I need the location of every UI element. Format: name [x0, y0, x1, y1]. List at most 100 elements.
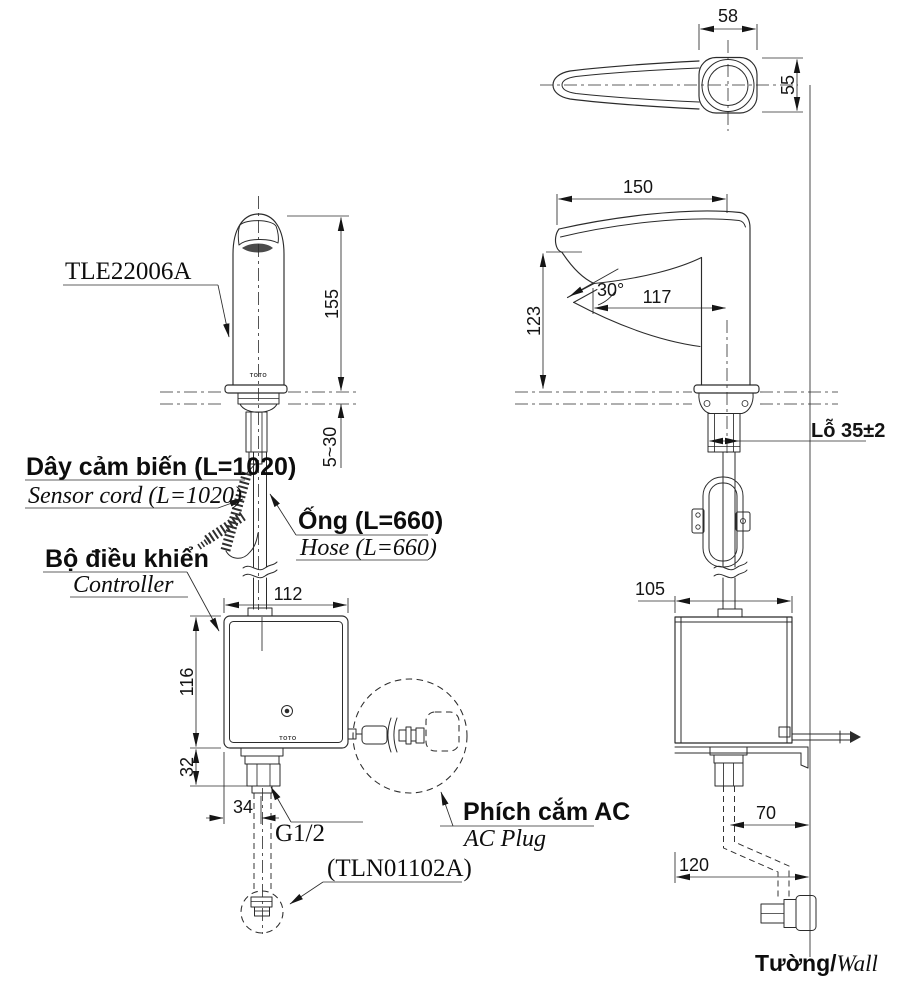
dim-150: 150 — [556, 177, 728, 225]
break-line — [242, 569, 278, 579]
angle-30: 30° — [569, 268, 624, 306]
wall-label-en: Wall — [837, 951, 878, 976]
stop-valve-detail — [254, 906, 270, 917]
break-line — [713, 569, 748, 579]
controller-box-inner — [229, 621, 343, 743]
cable-break — [387, 717, 392, 753]
sensor-cord-label-en: Sensor cord (L=1020) — [28, 483, 242, 509]
sensor-cord-label-vi: Dây cảm biến (L=1020) — [26, 453, 296, 481]
spout-top-edge-inner — [560, 218, 746, 238]
side-view: 58 55 150 — [515, 6, 885, 976]
dim-55: 55 — [762, 57, 803, 113]
plug-barrel — [415, 727, 425, 744]
ac-cable-connector — [361, 725, 388, 745]
spout-tip — [554, 228, 563, 253]
dim-116-text: 116 — [177, 668, 197, 697]
sensor-cord-curl — [225, 532, 259, 559]
controller-callout: Bộ điều khiển Controller — [43, 545, 220, 632]
sensor-cord-connector-tip — [197, 535, 214, 550]
model-label: TLE22006A — [65, 258, 191, 285]
ac-plug-body — [425, 711, 460, 752]
hose-callout: Ống (L=660) Hose (L=660) — [269, 493, 443, 561]
stop-valve-phantom-circle — [240, 890, 284, 934]
under-deck-side — [698, 392, 754, 453]
break-line — [242, 561, 278, 571]
flange-side — [693, 384, 760, 394]
dim-70-text: 70 — [756, 803, 776, 823]
wall-anchor-screw — [791, 730, 861, 744]
dim-105-text: 105 — [635, 579, 665, 599]
hose-side — [691, 451, 751, 618]
dim-34: 34 — [206, 752, 279, 824]
controller-logo: TOTO — [279, 736, 297, 742]
controller-indicator-dot — [284, 708, 290, 714]
dim-155: 155 — [287, 215, 349, 391]
spout-top-view: 58 55 — [540, 6, 803, 131]
dim-112-text: 112 — [274, 584, 303, 604]
cable-break — [393, 717, 398, 753]
dim-112: 112 — [223, 584, 349, 613]
dim-120: 120 — [674, 852, 809, 883]
ac-plug-label-vi: Phích cắm AC — [463, 796, 630, 826]
faucet-logo: TOTO — [250, 373, 268, 379]
wall-label-vi: Tường/ — [755, 950, 837, 976]
spout-inner-sweep — [593, 257, 702, 284]
wall-label: Tường/Wall — [755, 950, 878, 976]
stop-valve-wall-flange — [795, 895, 817, 931]
supply-side — [709, 746, 817, 931]
head-circle-inner — [707, 65, 749, 106]
bracket-boss — [778, 726, 791, 738]
dim-30-text: 30° — [597, 280, 624, 300]
spout-top-inner — [561, 67, 700, 103]
dim-117: 117 — [592, 287, 726, 314]
dim-117-text: 117 — [643, 287, 672, 307]
controller-box-side — [674, 616, 793, 744]
sensor-window — [237, 220, 279, 246]
model-callout: TLE22006A — [63, 258, 230, 338]
dim-32-text: 32 — [177, 757, 197, 777]
dim-123-text: 123 — [524, 306, 544, 336]
controller-label-en: Controller — [73, 572, 174, 598]
spout-underside — [561, 251, 595, 285]
fitting-hex-side — [714, 762, 744, 787]
sensor-cord-callout: Dây cảm biến (L=1020) Sensor cord (L=102… — [25, 453, 296, 509]
dim-120-text: 120 — [679, 855, 709, 875]
cord-clip — [735, 511, 751, 532]
faucet-body-outline — [232, 213, 285, 386]
dim-123: 123 — [524, 251, 582, 389]
front-view: TOTO TOTO — [25, 196, 630, 934]
stop-valve-callout: (TLN01102A) — [289, 855, 472, 905]
supply-pipe-hidden-side — [723, 786, 779, 897]
spout-lower-sweep — [573, 302, 701, 347]
hose-label-en: Hose (L=660) — [299, 535, 437, 561]
hose-label-vi: Ống (L=660) — [298, 505, 443, 535]
ac-plug-callout: Phích cắm AC AC Plug — [440, 791, 630, 852]
spout-top-outline — [552, 60, 700, 110]
dim-hole-text: Lỗ 35±2 — [811, 418, 885, 442]
head-circle — [701, 59, 755, 112]
break-line — [713, 561, 748, 571]
dim-105: 105 — [635, 579, 793, 613]
supply-pipe-hidden-side — [734, 786, 790, 897]
dim-deck-text: 5~30 — [320, 427, 340, 468]
thread-callout: G1/2 — [270, 786, 363, 847]
dim-155-text: 155 — [322, 289, 342, 319]
dim-58-text: 58 — [718, 6, 738, 26]
ac-plug-phantom-circle — [352, 678, 468, 794]
dim-58: 58 — [698, 6, 758, 50]
spout-top-edge — [558, 210, 751, 386]
dim-150-text: 150 — [623, 177, 653, 197]
dim-34-text: 34 — [233, 797, 253, 817]
controller-label-vi: Bộ điều khiển — [45, 545, 209, 573]
dim-70: 70 — [730, 803, 809, 829]
dim-deck-thickness: 5~30 — [320, 404, 345, 468]
sensor-lens — [242, 243, 273, 253]
washer-screw — [703, 400, 711, 407]
dim-32: 32 — [177, 749, 248, 787]
ac-plug-label-en: AC Plug — [462, 826, 546, 852]
stop-valve-label: (TLN01102A) — [327, 855, 472, 882]
cord-connector-side — [691, 508, 705, 534]
